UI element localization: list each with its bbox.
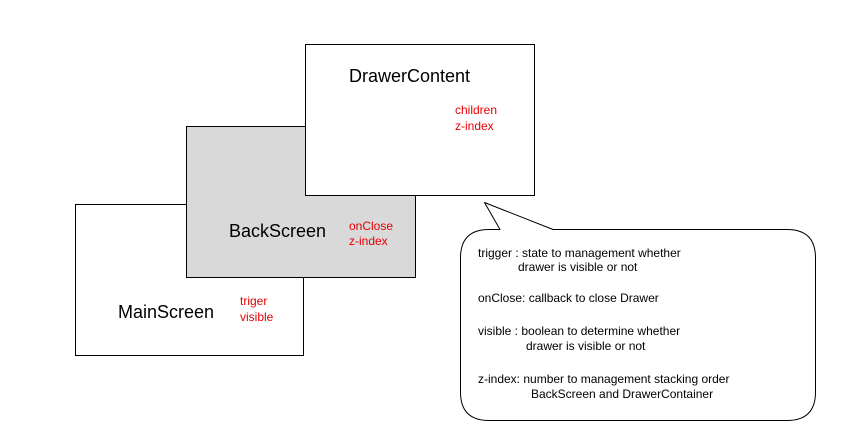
note-onclose-line1: onClose: callback to close Drawer bbox=[478, 291, 659, 305]
main-screen-prop-trigger: triger bbox=[240, 294, 267, 308]
note-visible-line1: visible : boolean to determine whether bbox=[478, 324, 680, 338]
drawer-content-prop-children: children bbox=[455, 103, 497, 117]
back-screen-prop-onclose: onClose bbox=[349, 219, 393, 233]
drawer-content-box: DrawerContent children z-index bbox=[305, 44, 535, 196]
explanation-callout: trigger : state to management whether dr… bbox=[460, 202, 816, 421]
drawer-content-prop-zindex: z-index bbox=[455, 119, 494, 133]
note-zindex-line1: z-index: number to management stacking o… bbox=[478, 372, 729, 386]
callout-bubble-shape bbox=[460, 202, 816, 421]
main-screen-title: MainScreen bbox=[118, 302, 214, 322]
note-trigger-line2: drawer is visible or not bbox=[518, 260, 638, 274]
back-screen-prop-zindex: z-index bbox=[349, 234, 388, 248]
note-zindex-line2: BackScreen and DrawerContainer bbox=[531, 387, 713, 401]
note-visible-line2: drawer is visible or not bbox=[526, 339, 646, 353]
note-trigger-line1: trigger : state to management whether bbox=[478, 246, 681, 260]
drawer-content-rect bbox=[305, 44, 535, 196]
back-screen-title: BackScreen bbox=[229, 221, 326, 241]
main-screen-prop-visible: visible bbox=[240, 310, 274, 324]
drawer-content-title: DrawerContent bbox=[349, 66, 470, 86]
